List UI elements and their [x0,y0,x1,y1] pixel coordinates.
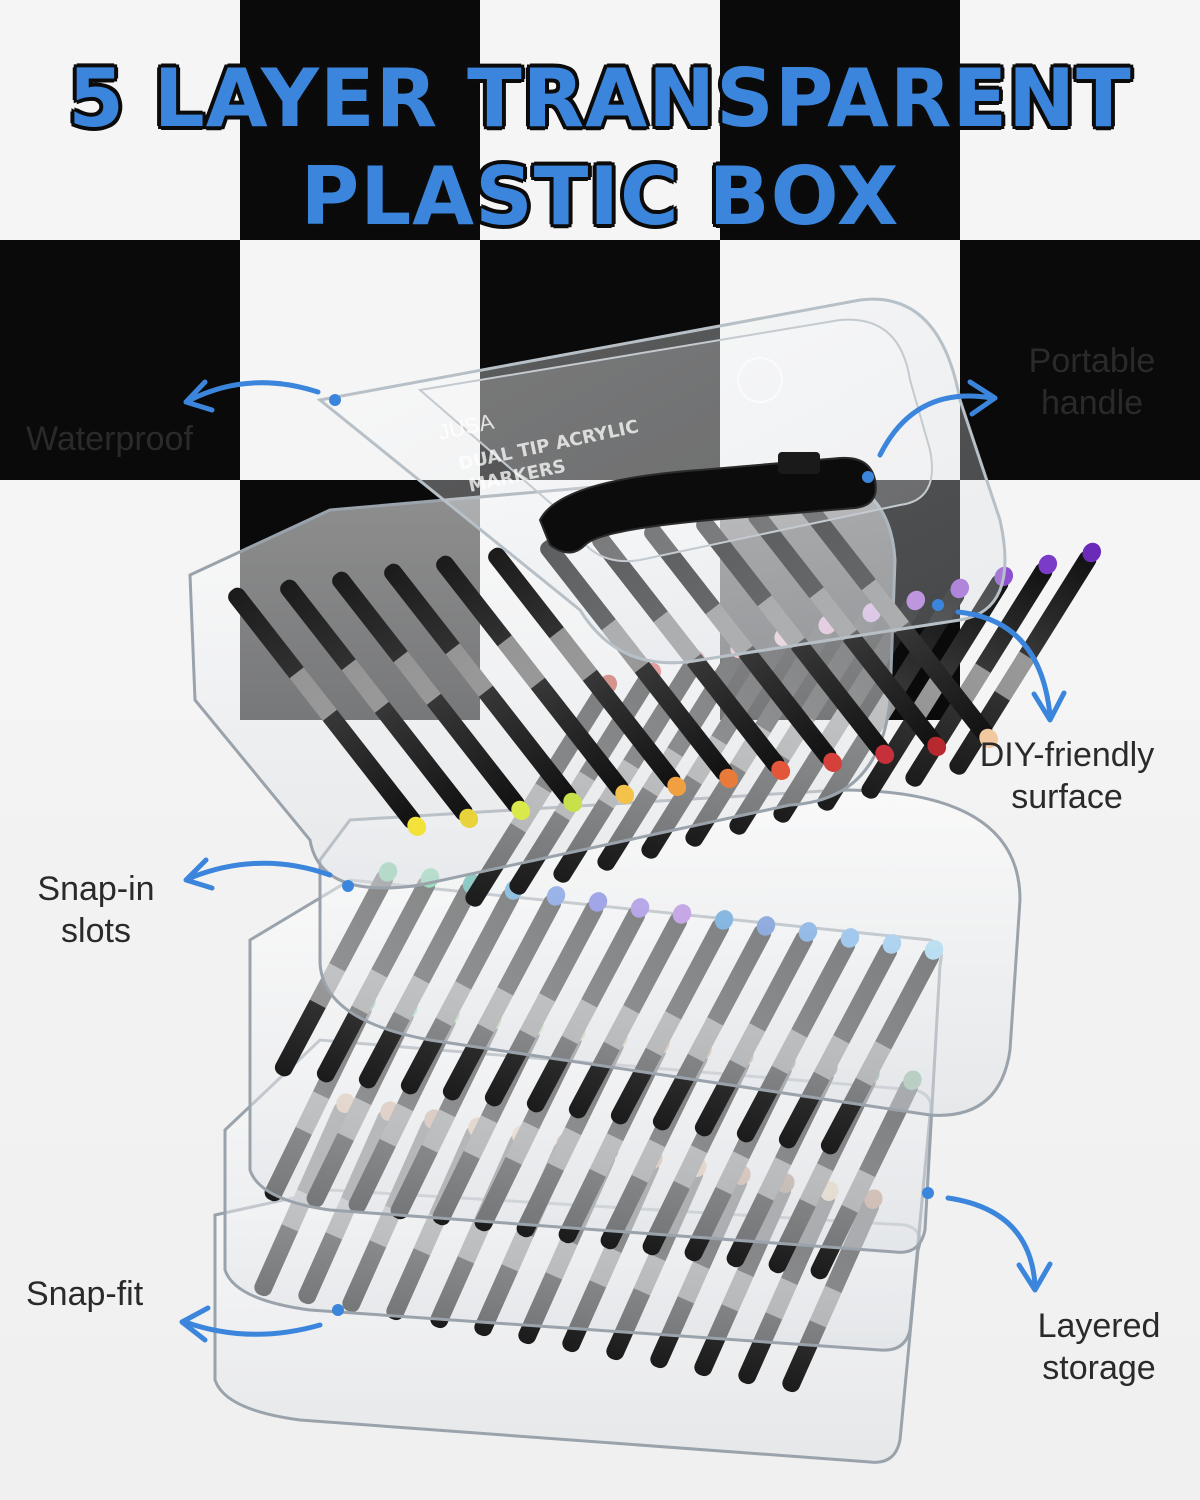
label-snapin-line2: slots [61,912,131,950]
lid-logo-icon [737,357,783,403]
box-lid: JUSA DUAL TIP ACRYLIC MARKERS [316,297,1007,665]
arrow-diy-icon [955,609,1067,723]
label-diy-line2: surface [1011,778,1123,816]
arrow-snapfit-icon [179,1305,323,1343]
marker-pen [436,555,635,805]
dot-waterproof-icon [329,394,341,406]
label-portable-line2: handle [1040,384,1144,422]
dot-portable-icon [862,471,874,483]
dot-diy-icon [932,599,944,611]
label-snapin-line1: Snap-in [37,870,155,908]
label-layered-line2: storage [1042,1349,1156,1387]
arrow-snapin-icon [183,857,333,891]
label-snapfit-text: Snap-fit [26,1275,144,1313]
label-portable-handle: Portable handle [1010,340,1174,424]
headline-line-2: PLASTIC BOX [300,150,900,243]
marker-pen [280,579,479,829]
arrow-layered-icon [945,1195,1053,1293]
label-portable-line1: Portable [1028,342,1156,380]
label-snapfit: Snap-fit [26,1273,143,1315]
label-layered-line1: Layered [1037,1307,1161,1345]
marker-pen [228,587,427,837]
label-layered-storage: Layered storage [1022,1305,1176,1389]
marker-pen [384,563,583,813]
headline-line-1: 5 LAYER TRANSPARENT [68,52,1132,145]
marker-pen [949,542,1102,775]
label-diy-surface: DIY-friendly surface [958,734,1176,818]
arrow-waterproof-icon [183,379,321,413]
dot-snapfit-icon [332,1304,344,1316]
label-waterproof-text: Waterproof [26,420,193,458]
arrow-portable-icon [877,379,998,458]
label-waterproof: Waterproof [26,418,193,460]
callout-arrows [179,379,1067,1343]
marker-pen [332,571,531,821]
label-diy-line1: DIY-friendly [979,736,1155,774]
callout-dots [329,394,944,1316]
marker-pen [488,547,687,797]
dot-snapin-icon [342,880,354,892]
dot-layered-icon [922,1187,934,1199]
label-snapin-slots: Snap-in slots [24,868,168,952]
